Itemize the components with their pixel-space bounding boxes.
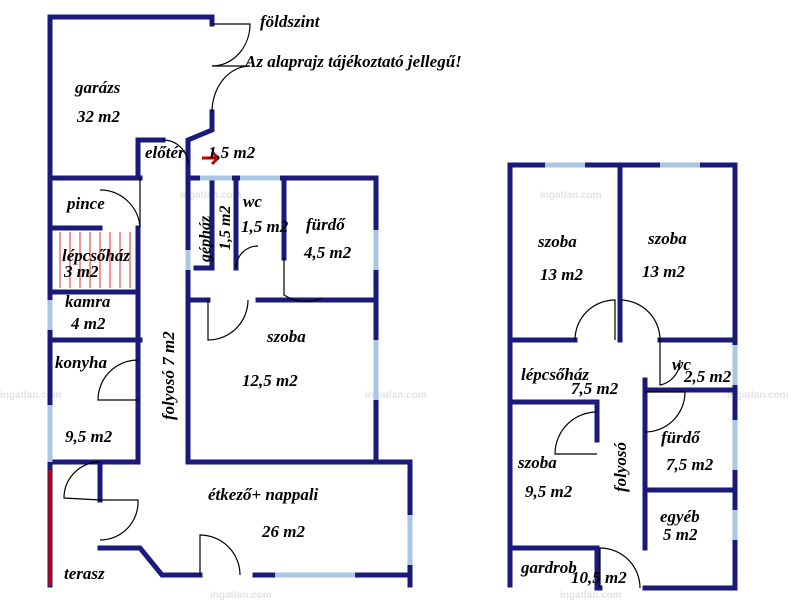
watermark: ingatlan.com (540, 190, 602, 201)
watermark: ingatlan.com (727, 390, 789, 401)
room-name: folyosó (611, 442, 630, 492)
room-name: wc (672, 355, 691, 374)
door-swing (619, 299, 661, 341)
room-name: szoba (266, 327, 306, 346)
room-name: szoba (517, 453, 557, 472)
terrace-door-swing (99, 499, 139, 541)
room-area: 32 m2 (76, 107, 120, 126)
upper-floor-doors (554, 299, 686, 589)
kitchen-exit-door-swing (63, 461, 101, 501)
room-name: lépcsőház (521, 365, 589, 384)
kitchen-door-swing (97, 359, 139, 401)
room-name: kamra (65, 292, 111, 311)
room-door-swing (207, 299, 249, 341)
room-name: wc (243, 192, 262, 211)
room-name: fürdő (661, 428, 701, 447)
stairs-hatching (59, 232, 131, 288)
upper-partition (507, 399, 600, 415)
room-name: fürdő (306, 215, 346, 234)
disclaimer-note: Az alaprajz tájékoztató jellegű! (244, 52, 462, 71)
room-name: előtér (145, 143, 185, 162)
room-area: 10,5 m2 (571, 568, 627, 587)
room-name: konyha (55, 353, 107, 372)
bath-door-swing (283, 258, 323, 303)
watermark: ingatlan.com (0, 390, 62, 401)
room-area: 3 m2 (63, 262, 99, 281)
room-area: 4 m2 (70, 314, 106, 333)
room-name: gardrob (520, 558, 577, 577)
door-swing (574, 299, 616, 341)
watermark: ingatlan.com (365, 390, 427, 401)
room-name: pince (65, 194, 105, 213)
room-area: 4,5 m2 (303, 243, 352, 262)
room-area: 13 m2 (642, 262, 685, 281)
room-name: egyéb (660, 507, 700, 526)
room-name: gépház (197, 215, 214, 263)
room-area: 1,5 m2 (217, 206, 234, 250)
floor-level-label: földszint (260, 12, 321, 31)
entrance-arrow-icon (202, 150, 221, 166)
room-area: 26 m2 (261, 522, 305, 541)
room-name: étkező+ nappali (208, 485, 319, 504)
room-area: 7,5 m2 (666, 455, 714, 474)
room-name: folyosó 7 m2 (159, 331, 178, 420)
ground-floor-windows (47, 175, 413, 578)
watermark: ingatlan.com (210, 590, 272, 600)
cellar-door-swing (99, 178, 141, 229)
room-name: terasz (64, 564, 105, 583)
room-area: 5 m2 (663, 525, 698, 544)
watermark: ingatlan.com (560, 590, 622, 600)
room-area: 1,5 m2 (241, 217, 289, 236)
room-area: 9,5 m2 (65, 427, 113, 446)
room-area: 7,5 m2 (571, 379, 619, 398)
partition-wall (193, 175, 215, 271)
upper-floor-walls (507, 162, 738, 591)
room-area: 12,5 m2 (242, 371, 298, 390)
door-swing (599, 547, 641, 589)
room-name: szoba (647, 229, 687, 248)
room-area: 9,5 m2 (525, 482, 573, 501)
wc-door-swing (235, 245, 259, 269)
room-name: lépcsőház (62, 246, 130, 265)
garage-door-swing (211, 65, 251, 113)
door-swing (644, 391, 686, 433)
room-name: garázs (74, 78, 121, 97)
upper-partition (507, 545, 600, 591)
garage-east-wall (185, 109, 215, 181)
door-swing (659, 340, 681, 386)
room-name: szoba (537, 232, 577, 251)
room-area: 13 m2 (540, 265, 583, 284)
door-swing (554, 411, 598, 455)
garage-door-swing (211, 23, 251, 67)
room-area: 1,5 m2 (208, 143, 256, 162)
terrace-wall (97, 545, 203, 578)
living-door-swing (199, 534, 241, 576)
garage-north-wall (47, 14, 215, 27)
ground-floor-doors (63, 23, 323, 576)
upper-partition (657, 337, 738, 591)
upper-floor-windows (545, 162, 738, 540)
entry-door-swing (162, 139, 189, 166)
room-area: 2,5 m2 (683, 367, 732, 386)
